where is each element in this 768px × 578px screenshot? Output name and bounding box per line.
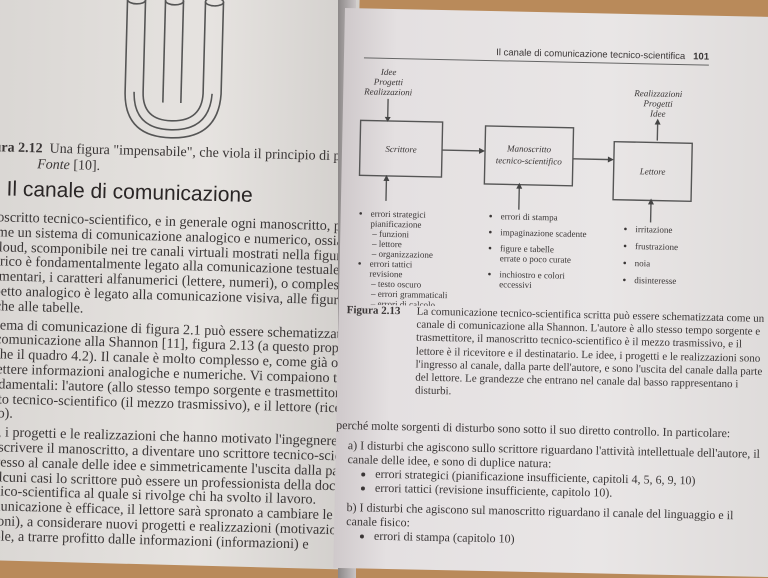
input-label: Realizzazioni — [363, 86, 413, 97]
impossible-u-figure — [124, 0, 225, 139]
figure-caption-2-13: Figura 2.13 La comunicazione tecnico-sci… — [346, 304, 765, 398]
bullet-icon — [623, 278, 626, 282]
right-page: Il canale di comunicazione tecnico-scien… — [333, 8, 768, 578]
bullet-icon — [624, 227, 627, 231]
running-header: Il canale di comunicazione tecnico-scien… — [363, 44, 710, 66]
right-body-text: perché molte sorgenti di disturbo sono s… — [334, 418, 762, 551]
bullet-icon — [623, 244, 627, 248]
box-manoscritto — [483, 125, 575, 187]
box-label-manoscritto: Manoscrittotecnico-scientifico — [496, 143, 563, 166]
writer-noise-item: errori tattici — [370, 259, 413, 270]
box-label-lettore: Lettore — [639, 166, 666, 177]
writer-noise-item: – errori grammaticali — [370, 289, 448, 301]
bullet-icon — [489, 230, 492, 234]
list-item: a) I disturbi che agiscono sullo scritto… — [335, 438, 761, 503]
box-label-scrittore: Scrittore — [385, 144, 416, 155]
writer-noise-item: – organizzazione — [371, 249, 433, 260]
bullet-icon — [359, 212, 363, 215]
shannon-channel-diagram: Idee Progetti Realizzazioni Realizzazion… — [358, 68, 693, 310]
figure-caption-2-12: ura 2.12 Una figura "impensabile", che v… — [0, 140, 360, 174]
list-item: b) I disturbi che agiscono sul manoscrit… — [334, 500, 760, 551]
bullet-icon — [488, 272, 491, 276]
writer-noise-item: – testo oscuro — [370, 279, 422, 290]
output-label: Progetti — [642, 98, 673, 109]
page-number: 101 — [693, 51, 710, 63]
bullet-icon — [489, 214, 492, 218]
reader-noise-item: disinteresse — [634, 275, 676, 286]
reader-noise-item: noia — [635, 258, 651, 268]
connector-arrows — [385, 98, 659, 223]
manuscript-noise-item: impaginazione scadente — [500, 227, 586, 239]
input-label: Idee — [380, 68, 397, 77]
writer-noise-item: pianificazione — [370, 219, 421, 230]
writer-noise-item: – lettore — [371, 239, 402, 250]
section-heading: Il canale di comunicazione — [6, 177, 254, 207]
writer-noise-item: errori strategici — [371, 209, 427, 220]
manuscript-noise-item: inchiostro e colorieccessivi — [499, 269, 565, 290]
bullet-icon — [623, 261, 627, 265]
writer-noise-item: – funzioni — [371, 229, 409, 240]
manuscript-noise-item: figure e tabelleerrate o poco curate — [500, 243, 572, 264]
bullet-icon — [488, 246, 492, 250]
bullet-icon — [358, 262, 361, 265]
input-label: Progetti — [373, 77, 404, 88]
writer-noise-item: – errori di calcolo — [370, 299, 436, 310]
manuscript-noise-item: errori di stampa — [501, 211, 558, 222]
left-page: ura 2.12 Una figura "impensabile", che v… — [0, 0, 360, 570]
reader-noise-item: irritazione — [635, 224, 672, 235]
writer-noise-item: revisione — [369, 269, 402, 280]
reader-noise-item: frustrazione — [635, 241, 678, 252]
left-body-text: anoscritto tecnico-scientifico, e in gen… — [0, 210, 354, 553]
output-label: Realizzazioni — [633, 88, 683, 99]
output-label: Idee — [649, 108, 666, 118]
body-intro: perché molte sorgenti di disturbo sono s… — [336, 417, 731, 441]
